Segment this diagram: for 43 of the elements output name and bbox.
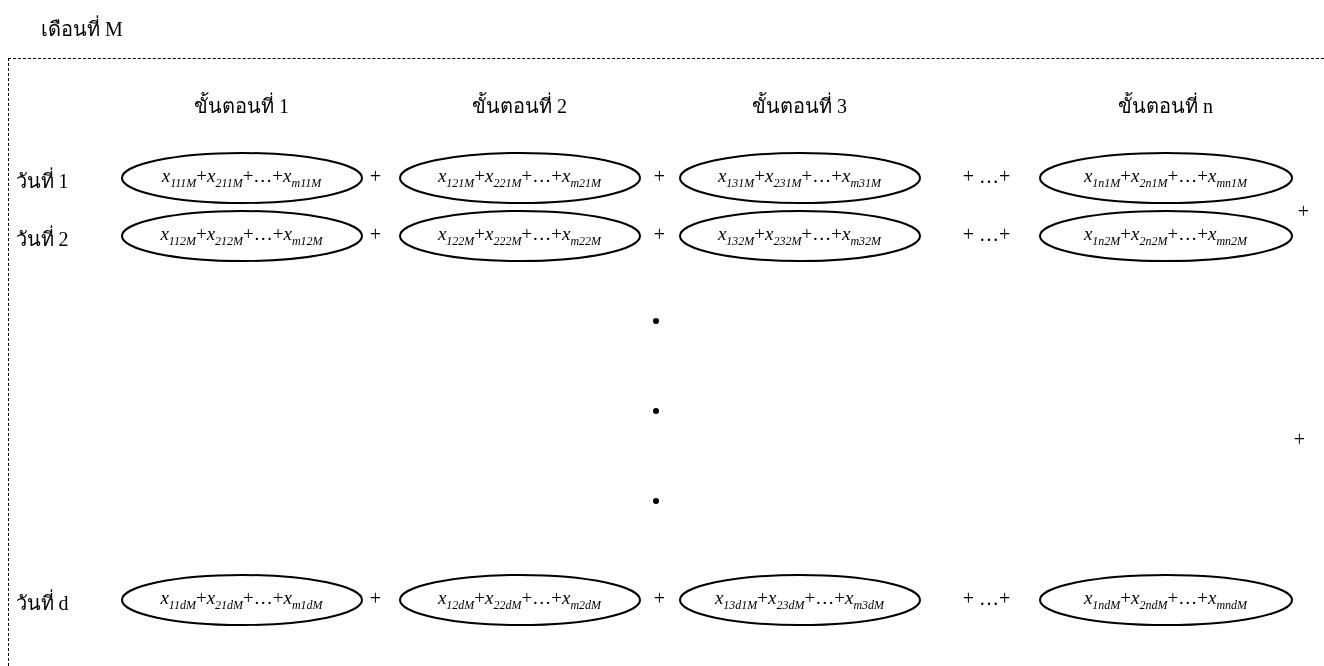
plus-sign: +	[653, 586, 666, 610]
day-label: วันที่ 2	[15, 224, 69, 252]
plus-sign: +	[1293, 427, 1306, 451]
plus-sign: +	[369, 586, 382, 610]
plus-sign: +	[369, 222, 382, 246]
sum-expression: x$_{1ndM}$+x$_{2ndM}$+…+x$_{mndM}$	[1083, 586, 1248, 613]
ellipse-group	[399, 210, 640, 261]
ellipse-group	[679, 152, 920, 203]
ellipse-group	[1039, 152, 1292, 203]
ellipse-group	[1039, 210, 1292, 261]
sum-expression: x$_{132M}$+x$_{232M}$+…+x$_{m32M}$	[717, 222, 882, 249]
sum-expression: x$_{13d1M}$+x$_{23dM}$+…+x$_{m3dM}$	[714, 586, 885, 613]
sum-expression: x$_{1n1M}$+x$_{2n1M}$+…+x$_{mn1M}$	[1083, 164, 1248, 191]
ellipse-group	[121, 152, 362, 203]
ellipse-group	[399, 574, 640, 625]
day-label: วันที่ d	[15, 588, 69, 616]
plus-sign: +	[653, 222, 666, 246]
step-heading: ขั้นตอนที่ n	[1118, 91, 1213, 119]
plus-sign: + …+	[962, 222, 1011, 246]
plus-sign: +	[653, 164, 666, 188]
plus-sign: +	[1297, 199, 1310, 223]
plus-sign: + …+	[962, 586, 1011, 610]
sum-expression: x$_{131M}$+x$_{231M}$+…+x$_{m31M}$	[717, 164, 882, 191]
step-heading: ขั้นตอนที่ 2	[472, 91, 567, 119]
step-heading: ขั้นตอนที่ 3	[752, 91, 847, 119]
sum-expression: x$_{1n2M}$+x$_{2n2M}$+…+x$_{mn2M}$	[1083, 222, 1248, 249]
day-label: วันที่ 1	[15, 166, 69, 194]
ellipse-group	[121, 574, 362, 625]
step-heading: ขั้นตอนที่ 1	[194, 91, 289, 119]
sum-expression: x$_{12dM}$+x$_{22dM}$+…+x$_{m2dM}$	[437, 586, 602, 613]
ellipse-group	[1039, 574, 1292, 625]
plus-sign: + …+	[962, 164, 1011, 188]
sum-expression: x$_{112M}$+x$_{212M}$+…+x$_{m12M}$	[160, 222, 323, 249]
ellipse-group	[399, 152, 640, 203]
ellipse-group	[121, 210, 362, 261]
sum-expression: x$_{111M}$+x$_{211M}$+…+x$_{m11M}$	[161, 164, 322, 191]
ellipse-group	[679, 210, 920, 261]
sum-expression: x$_{122M}$+x$_{222M}$+…+x$_{m22M}$	[437, 222, 602, 249]
sum-expression: x$_{121M}$+x$_{221M}$+…+x$_{m21M}$	[437, 164, 602, 191]
plus-sign: +	[369, 164, 382, 188]
frame-title: เดือนที่ M	[41, 13, 123, 45]
sum-expression: x$_{11dM}$+x$_{21dM}$+…+x$_{m1dM}$	[160, 586, 323, 613]
ellipse-group	[679, 574, 920, 625]
